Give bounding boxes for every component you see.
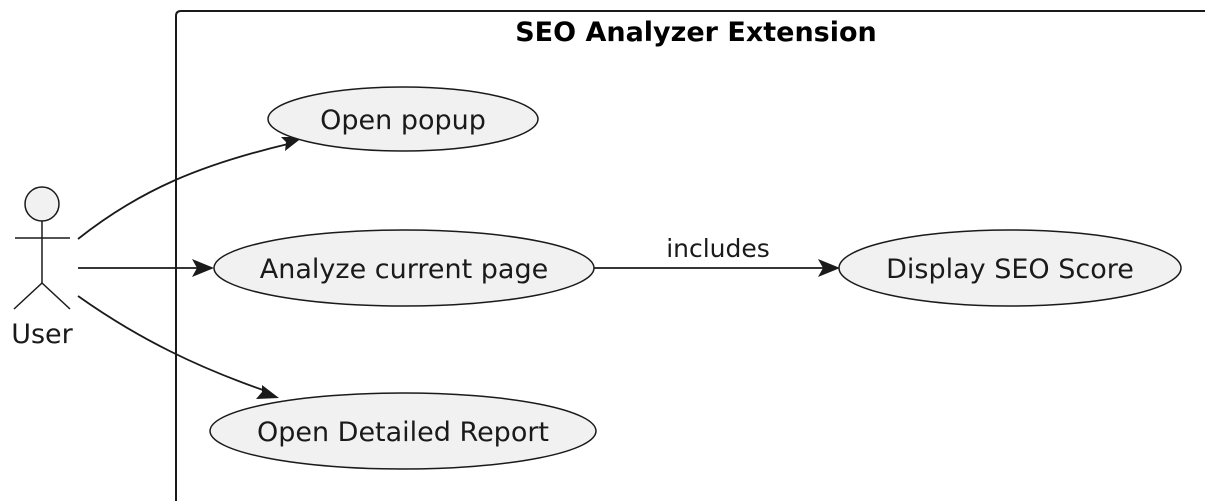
arrowhead — [818, 259, 840, 277]
relation-includes: includes — [593, 234, 840, 277]
actor-head — [24, 186, 60, 222]
arrowhead — [281, 137, 303, 151]
actor-right-leg — [41, 282, 71, 310]
arrowhead — [192, 259, 214, 277]
usecase-label: Open Detailed Report — [257, 417, 549, 448]
usecase-analyze-page: Analyze current page — [213, 229, 595, 307]
actor-left-leg — [13, 282, 43, 310]
arrowhead — [256, 385, 279, 399]
usecase-open-report: Open Detailed Report — [209, 392, 597, 470]
usecase-label: Analyze current page — [260, 254, 548, 285]
system-boundary: SEO Analyzer Extension — [175, 10, 1205, 501]
includes-label: includes — [666, 234, 770, 263]
actor-label: User — [11, 319, 73, 350]
relation-user-open-popup — [77, 137, 303, 240]
system-title: SEO Analyzer Extension — [515, 17, 877, 48]
relation-user-analyze-page — [78, 259, 214, 277]
usecase-label: Open popup — [320, 105, 486, 136]
usecase-label: Display SEO Score — [886, 254, 1134, 285]
usecase-display-score: Display SEO Score — [838, 229, 1182, 307]
usecase-open-popup: Open popup — [267, 86, 539, 152]
relation-user-open-report — [77, 295, 279, 399]
actor-user: User — [11, 186, 74, 350]
